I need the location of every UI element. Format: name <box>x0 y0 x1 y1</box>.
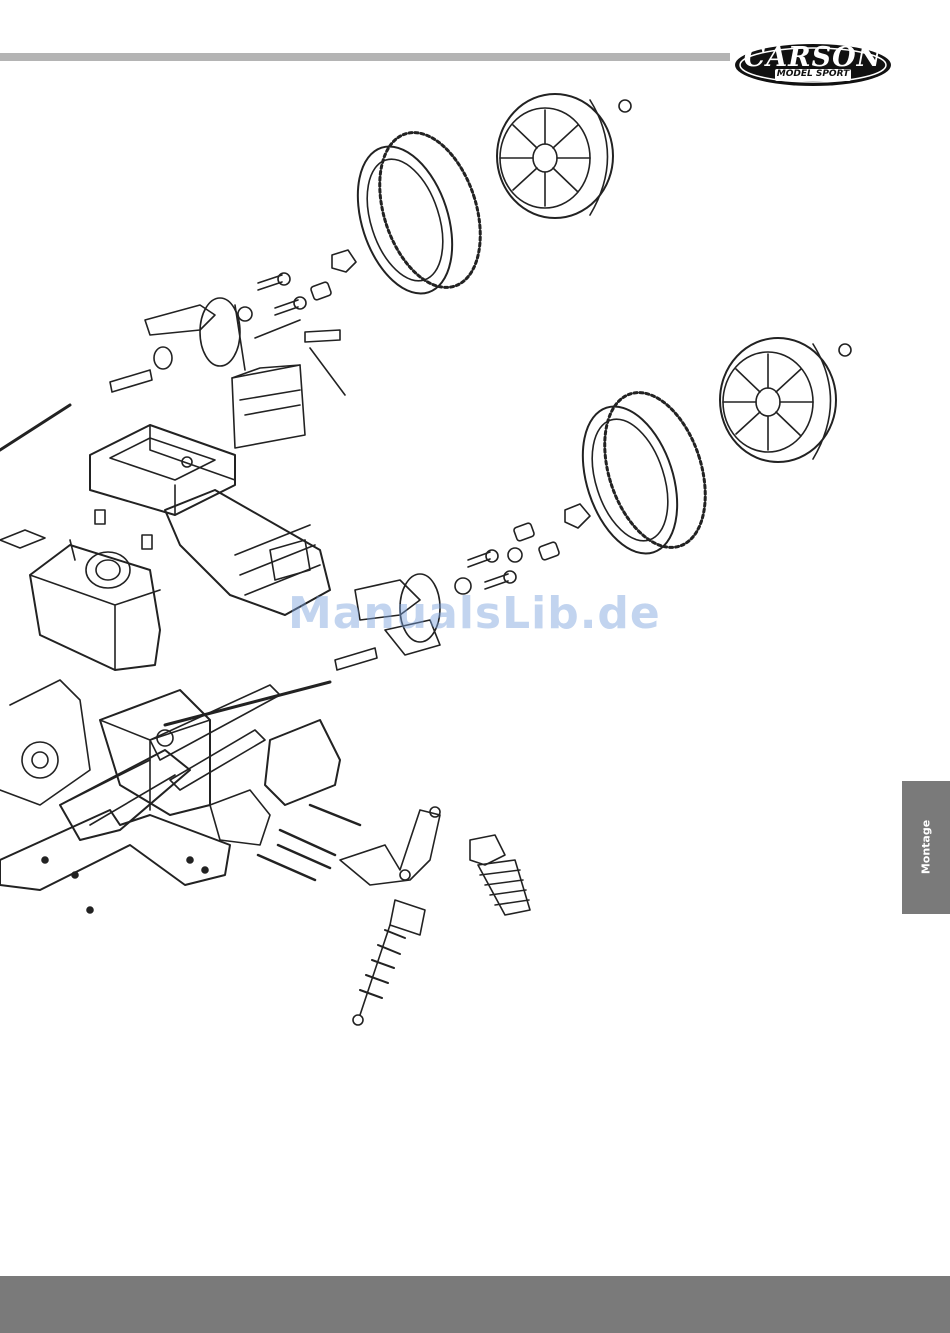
main-chassis <box>0 810 230 913</box>
lower-hardware <box>335 504 590 670</box>
steering-bellcrank <box>340 807 440 885</box>
radio-box <box>90 425 235 549</box>
lower-wheel <box>566 338 851 566</box>
section-side-tab: Montage <box>902 781 950 914</box>
gearbox <box>100 690 210 815</box>
fuel-tank <box>0 530 160 670</box>
side-tab-label: Montage <box>920 820 933 874</box>
footer-bar <box>0 1276 950 1333</box>
upper-wheel <box>341 94 631 306</box>
lower-drive-shaft <box>165 682 330 725</box>
hinge-pins <box>258 805 360 880</box>
watermark-text: ManualsLib.de <box>288 588 661 639</box>
upper-hardware <box>110 250 356 392</box>
exploded-assembly-diagram <box>0 70 950 1060</box>
front-bumper <box>210 720 340 845</box>
header-rule <box>0 53 730 61</box>
shock-absorber-right <box>470 835 530 915</box>
shock-absorber-left <box>353 900 425 1025</box>
upper-drive-shaft <box>0 405 70 450</box>
